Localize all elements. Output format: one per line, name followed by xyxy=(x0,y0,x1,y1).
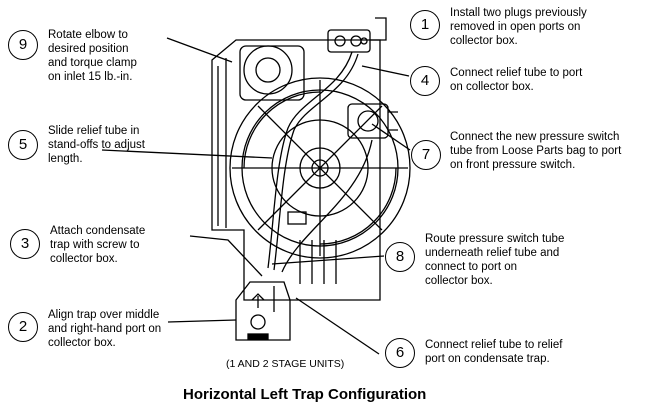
callout-2-text: Align trap over middle and right-hand po… xyxy=(48,309,162,349)
diagram-title: Horizontal Left Trap Configuration xyxy=(183,386,427,403)
callout-5-number: 5 xyxy=(8,130,38,160)
callout-7-number: 7 xyxy=(411,140,441,170)
callout-1-text: Install two plugs previously removed in … xyxy=(450,7,587,47)
callout-1-number: 1 xyxy=(410,10,440,40)
diagram-subtitle: (1 AND 2 STAGE UNITS) xyxy=(226,358,345,370)
callout-7-text: Connect the new pressure switch tube fro… xyxy=(450,131,622,171)
callout-6-text: Connect relief tube to relief port on co… xyxy=(425,339,563,365)
callout-3-text: Attach condensate trap with screw to col… xyxy=(50,225,146,265)
callout-8-number: 8 xyxy=(385,242,415,272)
callout-4-text: Connect relief tube to port on collector… xyxy=(450,67,583,93)
callout-8-text: Route pressure switch tube underneath re… xyxy=(425,233,565,287)
callout-2-number: 2 xyxy=(8,312,38,342)
callout-9-number: 9 xyxy=(8,30,38,60)
callout-6-number: 6 xyxy=(385,338,415,368)
callout-4-number: 4 xyxy=(410,66,440,96)
callout-9-text: Rotate elbow to desired position and tor… xyxy=(48,29,137,83)
callout-3-number: 3 xyxy=(10,229,40,259)
callout-5-text: Slide relief tube in stand-offs to adjus… xyxy=(48,125,145,165)
